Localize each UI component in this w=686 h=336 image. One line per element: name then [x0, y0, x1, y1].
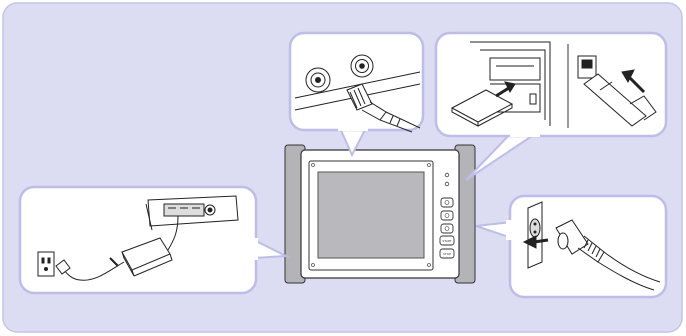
instrument-screen [317, 171, 425, 259]
button-2[interactable] [440, 210, 454, 221]
button-3[interactable] [440, 223, 454, 234]
wall-outlet-icon [37, 251, 55, 277]
ac-adapter-callout [18, 185, 290, 295]
memory-card-insert-icon [450, 41, 551, 127]
led-indicator [444, 181, 450, 187]
storage-media-callout [434, 31, 668, 181]
stop-button-label: STOP [443, 252, 451, 256]
led-indicator [444, 172, 450, 178]
ac-adapter-icon [55, 195, 239, 281]
stop-button[interactable]: STOP [439, 248, 455, 259]
button-1[interactable] [440, 197, 454, 208]
bnc-connector-icon [294, 54, 421, 133]
bnc-connector-callout [288, 31, 425, 158]
usb-stick-insert-icon [577, 55, 657, 127]
start-button-label: START [442, 239, 451, 243]
serial-connector-callout [475, 194, 668, 299]
start-button[interactable]: START [439, 235, 455, 246]
rs232-connector-icon [522, 201, 661, 291]
instrument: START STOP [284, 144, 476, 284]
